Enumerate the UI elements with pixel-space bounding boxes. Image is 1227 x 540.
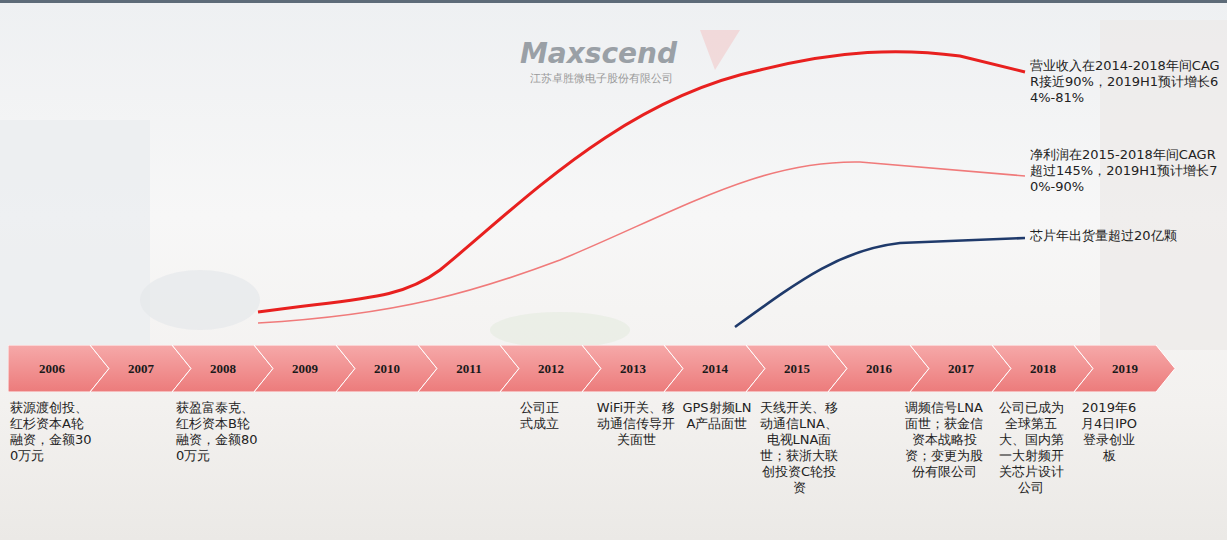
year-chevron: 2013 [582, 345, 684, 392]
year-label: 2018 [992, 345, 1094, 392]
year-chevron: 2006 [8, 345, 110, 392]
year-label: 2015 [746, 345, 848, 392]
milestone-note: 2019年6月4日IPO登录创业板 [1080, 400, 1138, 464]
year-chevron: 2008 [172, 345, 274, 392]
milestone-note: GPS射频LNA产品面世 [680, 400, 754, 432]
year-chevron: 2014 [664, 345, 766, 392]
year-label: 2013 [582, 345, 684, 392]
milestone-note: WiFi开关、移动通信传导开关面世 [596, 400, 676, 448]
curve-note: 营业收入在2014-2018年间CAGR接近90%，2019H1预计增长64%-… [1030, 58, 1223, 106]
chevron-outline [992, 345, 1093, 392]
chevron-outline [336, 345, 437, 392]
year-chevron: 2010 [336, 345, 438, 392]
year-chevron: 2011 [418, 345, 520, 392]
year-chevron: 2009 [254, 345, 356, 392]
year-label: 2011 [418, 345, 520, 392]
revenue-curve [258, 52, 1025, 312]
top-rule [0, 0, 1227, 3]
chevron-outline [172, 345, 273, 392]
year-chevron: 2017 [910, 345, 1012, 392]
logo-mark [700, 30, 740, 70]
year-label: 2019 [1074, 345, 1176, 392]
year-label: 2008 [172, 345, 274, 392]
chevron-outline [418, 345, 519, 392]
chevron-outline [254, 345, 355, 392]
year-chevron: 2012 [500, 345, 602, 392]
chevron-outline [90, 345, 191, 392]
milestone-note: 获源渡创投、红杉资本A轮融资，金额300万元 [10, 400, 94, 464]
plant-shape [490, 312, 630, 348]
curve-note: 芯片年出货量超过20亿颗 [1030, 228, 1223, 244]
year-chevron: 2019 [1074, 345, 1176, 392]
watermark-logo: Maxscend [520, 38, 690, 70]
year-label: 2012 [500, 345, 602, 392]
chevron-outline [664, 345, 765, 392]
chevron-outline [910, 345, 1011, 392]
chevron-outline [8, 345, 109, 392]
year-label: 2016 [828, 345, 930, 392]
chevron-outline [746, 345, 847, 392]
year-label: 2007 [90, 345, 192, 392]
year-label: 2009 [254, 345, 356, 392]
milestone-note: 调频信号LNA面世；获金信资本战略投资；变更为股份有限公司 [902, 400, 986, 480]
year-label: 2014 [664, 345, 766, 392]
watermark-text: 江苏卓胜微电子股份有限公司 [530, 72, 690, 86]
curve-note: 净利润在2015-2018年间CAGR超过145%，2019H1预计增长70%-… [1030, 147, 1223, 195]
milestone-note: 天线开关、移动通信LNA、电视LNA面世；获浙大联创投资C轮投资 [756, 400, 842, 496]
milestone-note: 公司正式成立 [520, 400, 564, 432]
year-chevron: 2015 [746, 345, 848, 392]
wall-panel [0, 120, 150, 380]
milestone-note: 获盈富泰克、红杉资本B轮融资，金额800万元 [176, 400, 260, 464]
desk-shape [140, 270, 260, 330]
chevron-outline [500, 345, 601, 392]
year-chevron: 2016 [828, 345, 930, 392]
chevron-outline [1074, 345, 1175, 392]
year-label: 2010 [336, 345, 438, 392]
shipment-curve [735, 238, 1025, 327]
chevron-outline [828, 345, 929, 392]
year-chevron: 2018 [992, 345, 1094, 392]
year-chevron: 2007 [90, 345, 192, 392]
year-label: 2006 [8, 345, 110, 392]
year-label: 2017 [910, 345, 1012, 392]
chevron-outline [582, 345, 683, 392]
milestone-note: 公司已成为全球第五大、国内第一大射频开关芯片设计公司 [996, 400, 1066, 496]
